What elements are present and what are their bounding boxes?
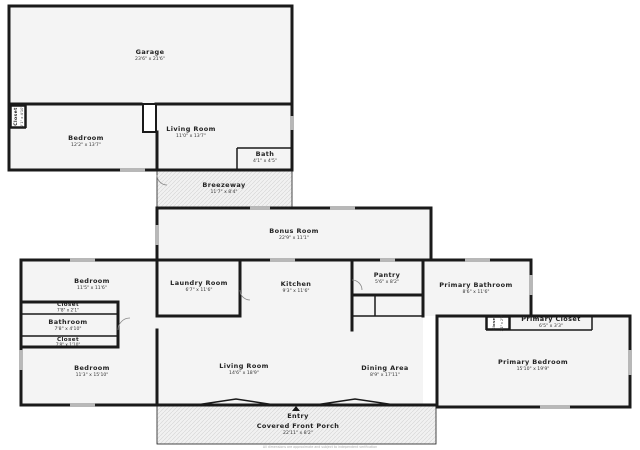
kitchen-dims: 9'3" x 11'6": [282, 288, 309, 294]
primary-bedroom-dims: 15'10" x 19'9": [517, 366, 550, 372]
windows: [19, 116, 632, 409]
doors: [117, 174, 363, 331]
porch-name: Covered Front Porch: [257, 422, 340, 430]
laundry-name: Laundry Room: [170, 279, 228, 287]
primary-closet-name: Primary Closet: [521, 315, 581, 323]
upper-bedroom-name: Bedroom: [68, 134, 104, 142]
porch-dims: 22'11" x 8'2": [283, 430, 313, 436]
closet-b-dims: 7'8" x 1'10": [56, 342, 81, 347]
primary-bath-name: Primary Bathroom: [439, 281, 512, 289]
entry-label: Entry: [287, 412, 309, 420]
small-closet-name: Closet: [492, 315, 496, 330]
breezeway-area: [156, 169, 293, 209]
upper-bedroom-dims: 12'2" x 13'7": [71, 142, 101, 148]
pantry-name: Pantry: [374, 271, 401, 279]
bath-name: Bath: [256, 150, 275, 158]
garage-dims: 23'6" x 21'6": [135, 56, 165, 62]
entry-marker: Entry: [287, 406, 309, 420]
primary-closet-dims: 6'5" x 3'3": [539, 323, 563, 329]
bedroom-nw-dims: 11'5" x 11'6": [77, 285, 107, 291]
upper-closet-name: Closet: [13, 107, 19, 126]
closet-tag-primary: Closet 2'1" x 2'2": [486, 314, 510, 331]
closet-tag-upper: Closet 2'1" x 4'10": [10, 105, 26, 128]
dining-name: Dining Area: [361, 364, 408, 372]
bedroom-sw-name: Bedroom: [74, 364, 110, 372]
bonus-dims: 22'9" x 11'1": [279, 235, 309, 241]
upper-living-name: Living Room: [166, 125, 216, 133]
porch-area: [156, 404, 437, 445]
room-labels: Garage 23'6" x 21'6" Bedroom 12'2" x 13'…: [48, 48, 580, 436]
closet-a-dims: 7'8" x 2'1": [57, 308, 79, 313]
closet-a-name: Closet: [57, 302, 79, 308]
bath-dims: 4'1" x 4'5": [253, 158, 277, 164]
main-living-name: Living Room: [219, 362, 269, 370]
small-closet-dims: 2'1" x 2'2": [500, 314, 504, 331]
floor-fills: [9, 6, 630, 445]
garage-name: Garage: [136, 48, 165, 56]
laundry-dims: 6'7" x 11'6": [185, 287, 212, 293]
closet-b-name: Closet: [57, 337, 79, 343]
bonus-name: Bonus Room: [269, 227, 319, 235]
primary-bedroom-name: Primary Bedroom: [498, 358, 568, 366]
breezeway-dims: 11'7" x 8'4": [210, 189, 237, 195]
bedroom-nw-name: Bedroom: [74, 277, 110, 285]
dining-dims: 8'9" x 17'11": [370, 372, 400, 378]
upper-living-dims: 11'0" x 13'7": [176, 133, 206, 139]
bathroom-dims: 7'8" x 4'10": [54, 326, 81, 332]
pantry-dims: 5'6" x 8'2": [375, 279, 399, 285]
bedroom-sw-dims: 11'3" x 15'10": [76, 372, 109, 378]
upper-closet-dims: 2'1" x 4'10": [20, 106, 24, 127]
breezeway-name: Breezeway: [202, 181, 246, 189]
primary-bath-dims: 8'6" x 11'6": [462, 289, 489, 295]
main-living-dims: 14'6" x 18'9": [229, 370, 259, 376]
entry-arrow-icon: [292, 406, 300, 411]
kitchen-name: Kitchen: [281, 280, 312, 288]
bathroom-name: Bathroom: [48, 318, 87, 326]
disclaimer: All dimensions are approximate and subje…: [263, 445, 377, 449]
